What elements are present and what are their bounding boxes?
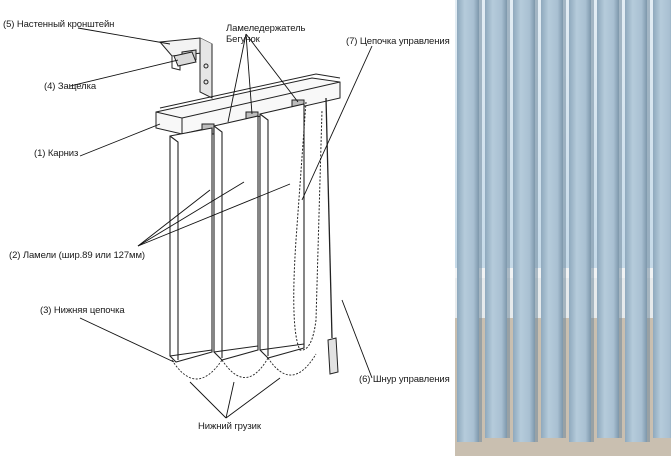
label-bottom-weight: Нижний грузик: [198, 421, 261, 432]
label-latch: (4) Защелка: [44, 81, 97, 92]
slats-drawing: [169, 103, 305, 363]
label-cornice: (1) Карниз: [34, 148, 79, 159]
blind-slats: [457, 0, 671, 442]
blind-slat-shadow: [647, 0, 650, 442]
leader-lines: [69, 27, 373, 419]
vertical-blinds-photo: [455, 0, 671, 456]
wall-bracket-drawing: [158, 37, 213, 99]
label-control-chain: (7) Цепочка управления: [346, 36, 450, 47]
control-cord-drawing: [325, 97, 339, 375]
label-bottom-chain: (3) Нижняя цепочка: [40, 305, 125, 316]
bottom-weights-drawing: [169, 343, 305, 357]
blind-slat: [653, 0, 671, 438]
blind-slat: [569, 0, 591, 442]
blind-slat: [457, 0, 479, 442]
cornice-drawing: [155, 73, 341, 135]
label-runner: Бегунок: [226, 34, 260, 45]
blind-slat: [597, 0, 619, 438]
blind-slat-shadow: [507, 0, 510, 438]
blind-slat: [625, 0, 647, 442]
blind-slat-shadow: [619, 0, 622, 438]
blind-slat-shadow: [535, 0, 538, 442]
blind-slat-shadow: [479, 0, 482, 442]
bottom-chain-drawing: [171, 353, 317, 380]
blind-slat: [485, 0, 507, 438]
blind-slat: [513, 0, 535, 442]
label-control-cord: (6) Шнур управления: [359, 374, 450, 385]
label-wall-bracket: (5) Настенный кронштейн: [3, 19, 115, 30]
label-slat-holder: Ламеледержатель: [226, 23, 306, 34]
blind-slat: [541, 0, 563, 438]
control-chain-drawing: [293, 101, 323, 351]
blinds-diagram: [69, 27, 373, 419]
blind-slat-shadow: [591, 0, 594, 442]
blind-slat-shadow: [563, 0, 566, 438]
latch-drawing: [173, 51, 197, 67]
label-slats: (2) Ламели (шир.89 или 127мм): [9, 250, 145, 261]
